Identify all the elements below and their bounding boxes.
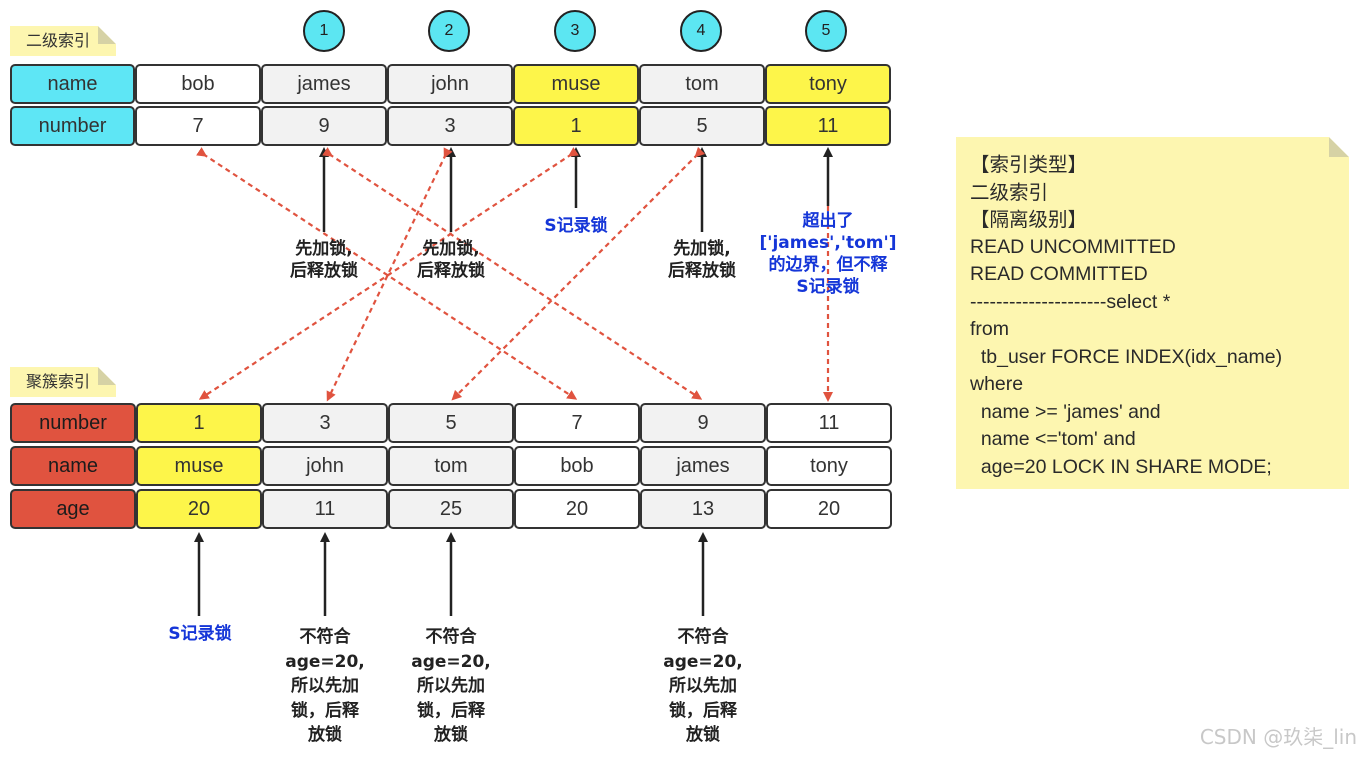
- secondary-header-number: number: [10, 106, 135, 146]
- clustered-age-cell: 20: [136, 489, 262, 529]
- secondary-name-cell: muse: [513, 64, 639, 104]
- clustered-name-cell: james: [640, 446, 766, 486]
- secondary-name-cell: tony: [765, 64, 891, 104]
- note-line: age=20 LOCK IN SHARE MODE;: [970, 455, 1272, 478]
- clustered-age-cell: 20: [514, 489, 640, 529]
- clustered-age-cell: 13: [640, 489, 766, 529]
- secondary-number-cell: 9: [261, 106, 387, 146]
- link-james: [322, 147, 703, 400]
- step-4-badge: 4: [680, 10, 722, 52]
- note-line: name <='tom' and: [970, 428, 1136, 450]
- clustered-age-cell: 20: [766, 489, 892, 529]
- clustered-number-cell: 9: [640, 403, 766, 443]
- secondary-number-cell: 5: [639, 106, 765, 146]
- clustered-index-tag: 聚簇索引: [10, 367, 116, 397]
- sql-note: 【索引类型】 二级索引 【隔离级别】 READ UNCOMMITTED READ…: [956, 137, 1349, 489]
- secondary-header-name: name: [10, 64, 135, 104]
- watermark: CSDN @玖柒_lin: [1199, 725, 1357, 749]
- clustered-header-number: number: [10, 403, 136, 443]
- clustered-name-cell: tom: [388, 446, 514, 486]
- note-line: name >= 'james' and: [970, 400, 1161, 423]
- note-line: ---------------------select *: [970, 290, 1171, 313]
- secondary-number-cell: 1: [513, 106, 639, 146]
- note-line: tb_user FORCE INDEX(idx_name): [970, 345, 1283, 368]
- secondary-name-cell: john: [387, 64, 513, 104]
- label-muse-lock: S记录锁: [544, 216, 608, 236]
- note-line: 二级索引: [970, 180, 1049, 204]
- clustered-header-age: age: [10, 489, 136, 529]
- secondary-name-cell: tom: [639, 64, 765, 104]
- clustered-name-cell: john: [262, 446, 388, 486]
- secondary-number-cell: 7: [135, 106, 261, 146]
- clustered-name-cell: bob: [514, 446, 640, 486]
- label-john-lock: 先加锁,后释放锁: [417, 239, 485, 281]
- clustered-name-cell: muse: [136, 446, 262, 486]
- note-line: READ UNCOMMITTED: [970, 235, 1176, 258]
- step-2-badge: 2: [428, 10, 470, 52]
- secondary-number-cell: 11: [765, 106, 891, 146]
- note-line: where: [970, 373, 1024, 395]
- clustered-header-name: name: [10, 446, 136, 486]
- secondary-name-cell: bob: [135, 64, 261, 104]
- clustered-number-cell: 5: [388, 403, 514, 443]
- label-tom-lock: 先加锁,后释放锁: [668, 239, 736, 281]
- note-line: READ COMMITTED: [970, 263, 1148, 285]
- clustered-age-cell: 11: [262, 489, 388, 529]
- note-line: from: [970, 318, 1009, 340]
- step-5-badge: 5: [805, 10, 847, 52]
- label-james-lock: 先加锁,后释放锁: [290, 239, 358, 281]
- clustered-age-cell: 25: [388, 489, 514, 529]
- clustered-number-cell: 7: [514, 403, 640, 443]
- clustered-name-cell: tony: [766, 446, 892, 486]
- secondary-number-cell: 3: [387, 106, 513, 146]
- secondary-index-tag: 二级索引: [10, 26, 116, 56]
- step-3-badge: 3: [554, 10, 596, 52]
- clustered-number-cell: 11: [766, 403, 892, 443]
- clustered-number-cell: 1: [136, 403, 262, 443]
- step-1-badge: 1: [303, 10, 345, 52]
- label-muse-row-lock: S记录锁: [168, 624, 232, 644]
- link-tom: [451, 146, 706, 401]
- secondary-name-cell: james: [261, 64, 387, 104]
- clustered-number-cell: 3: [262, 403, 388, 443]
- note-line: 【隔离级别】: [970, 208, 1088, 231]
- note-line: 【索引类型】: [970, 153, 1088, 176]
